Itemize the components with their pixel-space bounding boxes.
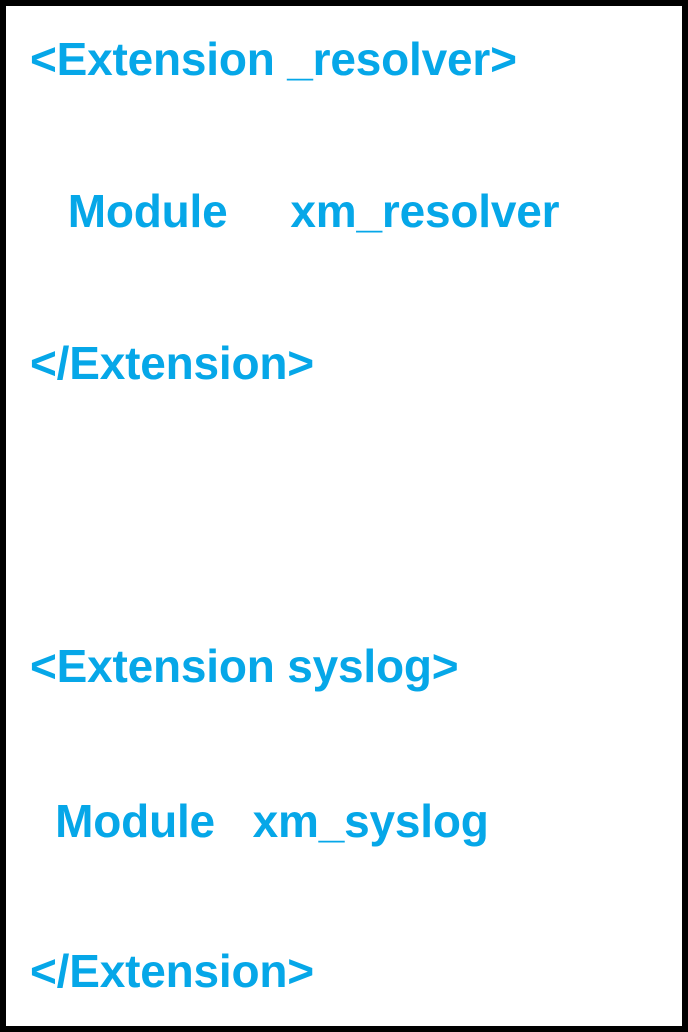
code-canvas: <Extension _resolver> Module xm_resolver… [6, 6, 682, 1026]
code-line-resolver-open-tag: <Extension _resolver> [30, 33, 517, 85]
blank-separator-region [6, 416, 682, 626]
code-line-syslog-open-tag: <Extension syslog> [30, 640, 459, 692]
code-line-syslog-close-tag: </Extension> [30, 945, 314, 997]
code-line-resolver-close-tag: </Extension> [30, 337, 314, 389]
code-line-resolver-module-directive: Module xm_resolver [30, 185, 560, 237]
code-line-syslog-module-directive: Module xm_syslog [30, 795, 489, 847]
